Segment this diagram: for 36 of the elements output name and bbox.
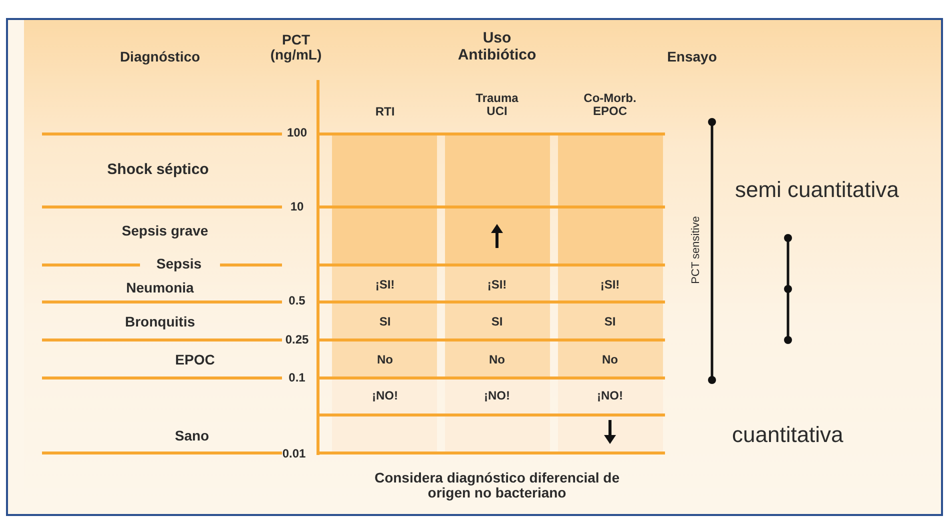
cell-text: ¡SI! — [600, 278, 620, 292]
column-header: Uso Antibiótico — [456, 30, 538, 64]
cell-text: ¡NO! — [372, 389, 398, 403]
cell-text: ¡SI! — [487, 278, 507, 292]
cell-text: ¡NO! — [484, 389, 510, 403]
cell-text: SI — [604, 315, 616, 329]
tick-label: 10 — [290, 200, 304, 214]
row-label: Sano — [174, 428, 210, 444]
tick-label: 0.25 — [285, 333, 309, 347]
cell-text: SI — [379, 315, 391, 329]
tick-label: 0.01 — [282, 447, 306, 461]
cell-text: SI — [491, 315, 503, 329]
cell-text: No — [377, 353, 393, 367]
tick-label: 100 — [286, 126, 308, 140]
row-label: Sepsis grave — [122, 223, 208, 239]
tick-label: 0.1 — [288, 371, 306, 385]
cell-text: No — [489, 353, 505, 367]
column-header: PCT (ng/mL) — [269, 32, 323, 64]
assay-label: cuantitativa — [732, 422, 844, 448]
column-header: Diagnóstico — [120, 49, 200, 65]
footnote-text: Considera diagnóstico diferencial de origen no bacteriano — [373, 470, 621, 502]
cell-text: ¡NO! — [597, 389, 623, 403]
row-label: EPOC — [175, 352, 215, 368]
column-header: Co-Morb. EPOC — [582, 92, 638, 118]
assay-label: PCT sensitive — [690, 216, 702, 284]
cell-text: ¡SI! — [375, 278, 395, 292]
column-header: Trauma UCI — [474, 92, 520, 118]
row-label: Bronquitis — [125, 314, 195, 330]
row-label: Sepsis — [156, 256, 202, 272]
row-label: Shock séptico — [107, 162, 209, 178]
column-header: RTI — [375, 105, 395, 119]
cell-text: No — [602, 353, 618, 367]
column-header: Ensayo — [667, 49, 717, 65]
assay-label: semi cuantitativa — [735, 178, 899, 202]
row-label: Neumonia — [126, 280, 194, 296]
tick-label: 0.5 — [288, 294, 306, 308]
